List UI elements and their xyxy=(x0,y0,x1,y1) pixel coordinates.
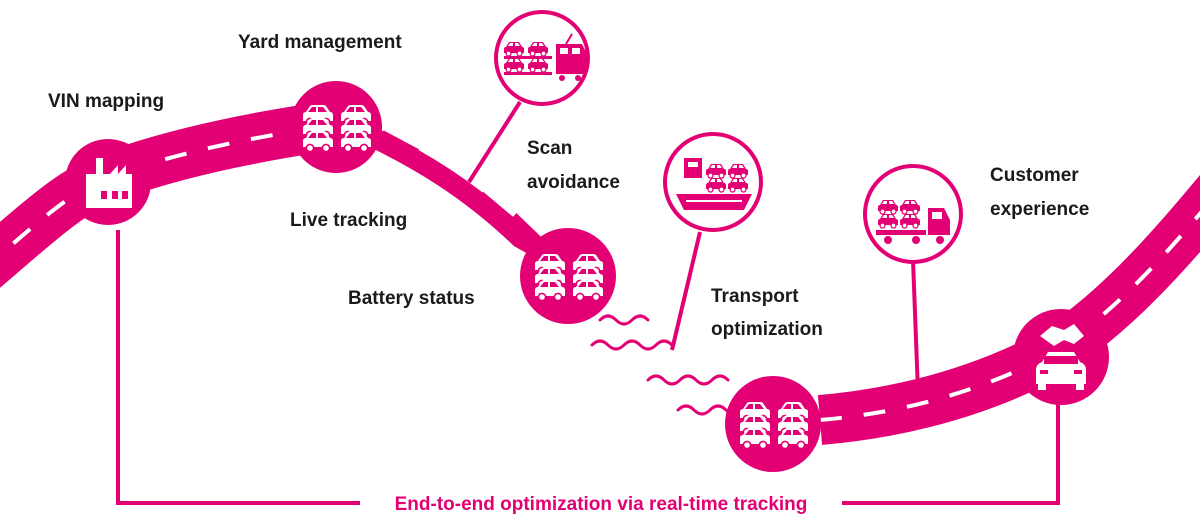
callout-stems xyxy=(467,100,920,393)
truck-cars-icon xyxy=(876,199,950,244)
road-left xyxy=(0,105,306,288)
footer-caption: End-to-end optimization via real-time tr… xyxy=(395,494,808,515)
callout-truck xyxy=(863,164,963,264)
rail-track xyxy=(367,127,561,267)
label-battery-status: Battery status xyxy=(348,288,475,309)
label-scan: Scan xyxy=(527,138,572,159)
node-yard-management xyxy=(290,81,382,173)
label-transport: Transport xyxy=(711,286,799,307)
train-cars-icon xyxy=(503,33,586,81)
node-battery-status xyxy=(520,228,616,324)
ship-cars-icon xyxy=(676,158,752,210)
label-experience: experience xyxy=(990,199,1089,220)
node-vin-mapping xyxy=(65,139,151,225)
callout-train xyxy=(494,10,590,106)
label-avoidance: avoidance xyxy=(527,172,620,193)
handshake-car-icon xyxy=(1036,324,1086,390)
bottom-bracket-line xyxy=(116,230,1060,505)
callout-ship xyxy=(663,132,763,232)
label-optimization: optimization xyxy=(711,319,823,340)
factory-icon xyxy=(86,158,132,208)
label-yard-management: Yard management xyxy=(238,32,402,53)
node-port xyxy=(725,376,821,472)
label-customer: Customer xyxy=(990,165,1079,186)
label-vin-mapping: VIN mapping xyxy=(48,91,164,112)
label-live-tracking: Live tracking xyxy=(290,210,407,231)
node-customer-handover xyxy=(1013,309,1109,405)
